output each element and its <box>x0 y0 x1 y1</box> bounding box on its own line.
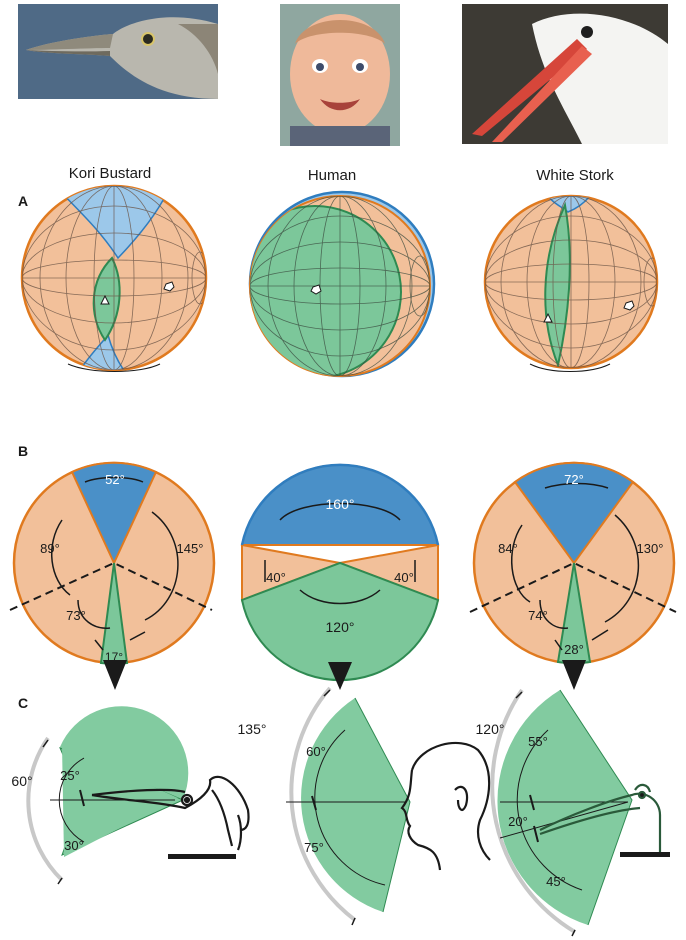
human-right-angle: 40° <box>394 570 414 585</box>
kori-bustard-binocular-angle: 17° <box>105 650 123 664</box>
kori-bustard-left-angle: 89° <box>40 541 60 556</box>
species-label-kori-bustard: Kori Bustard <box>69 165 152 182</box>
field-map-white-stork <box>469 461 677 690</box>
human-upper-angle: 60° <box>306 744 326 759</box>
white-stork-photo <box>462 4 668 144</box>
human-vertical-field-angle: 135° <box>238 721 267 737</box>
kori-bustard-photo <box>18 4 218 99</box>
white-stork-upper-angle: 55° <box>528 734 548 749</box>
globe-kori-bustard <box>20 184 208 372</box>
panel-label-b: B <box>18 443 28 459</box>
white-stork-left-angle: 84° <box>498 541 518 556</box>
human-lower-angle: 75° <box>304 840 324 855</box>
white-stork-binocular-above-angle: 72° <box>564 472 584 487</box>
white-stork-lower-angle: 74° <box>528 608 548 623</box>
white-stork-lower-angle-c: 45° <box>546 874 566 889</box>
species-label-white-stork: White Stork <box>536 167 614 184</box>
globe-white-stork <box>483 194 659 372</box>
kori-bustard-binocular-above-angle: 52° <box>105 472 125 487</box>
kori-bustard-upper-angle: 25° <box>60 768 80 783</box>
profile-white-stork <box>490 688 670 937</box>
profile-human <box>286 686 491 926</box>
human-binocular-angle: 120° <box>326 619 355 635</box>
field-map-kori-bustard <box>9 461 216 690</box>
panel-label-c: C <box>18 695 28 711</box>
species-label-human: Human <box>308 167 356 184</box>
human-upper-field-angle: 160° <box>326 496 355 512</box>
white-stork-mid-angle: 20° <box>508 814 528 829</box>
profile-kori-bustard <box>26 706 250 885</box>
kori-bustard-lower-angle: 73° <box>66 608 86 623</box>
white-stork-binocular-angle: 28° <box>564 642 584 657</box>
white-stork-vertical-field-angle: 120° <box>476 721 505 737</box>
white-stork-right-angle: 130° <box>637 541 664 556</box>
panel-label-a: A <box>18 193 28 209</box>
kori-bustard-lower-angle-c: 30° <box>64 838 84 853</box>
globe-human <box>248 190 436 378</box>
human-left-angle: 40° <box>266 570 286 585</box>
field-map-human <box>240 463 440 690</box>
kori-bustard-right-angle: 145° <box>177 541 204 556</box>
kori-bustard-vertical-field-angle: 60° <box>11 773 32 789</box>
human-baby-photo <box>280 4 400 146</box>
